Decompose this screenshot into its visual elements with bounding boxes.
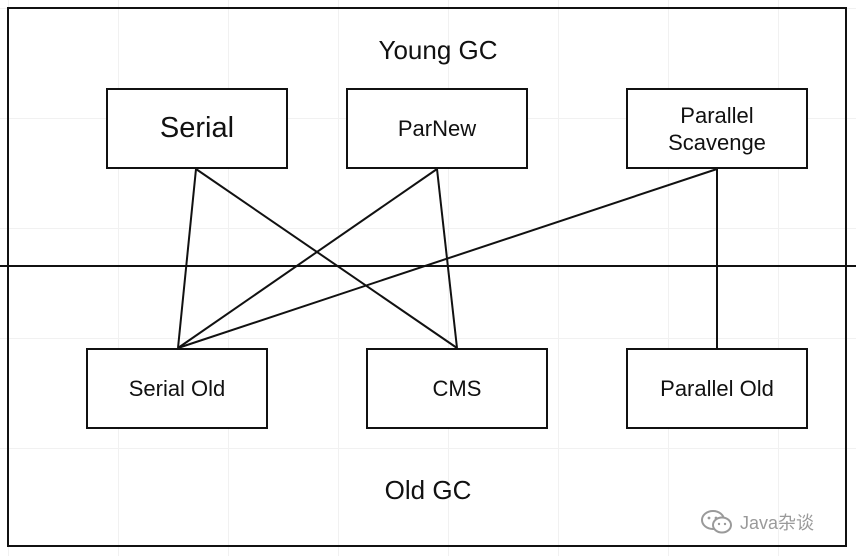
- collector-label-serial-old: Serial Old: [128, 376, 226, 401]
- collector-label-serial: Serial: [159, 112, 235, 144]
- old-gc-label: Old GC: [384, 475, 472, 505]
- collector-box-cms: CMS: [366, 348, 548, 429]
- collector-box-serial: Serial: [106, 88, 288, 169]
- collector-box-parallel-old: Parallel Old: [626, 348, 808, 429]
- diagram-frame: [7, 7, 847, 547]
- watermark: Java杂谈: [700, 508, 814, 536]
- collector-box-parnew: ParNew: [346, 88, 528, 169]
- watermark-text: Java杂谈: [740, 513, 815, 533]
- collector-box-serial-old: Serial Old: [86, 348, 268, 429]
- collector-label-parnew: ParNew: [397, 116, 477, 141]
- young-gc-label: Young GC: [378, 35, 498, 65]
- collector-label-cms: CMS: [432, 376, 482, 401]
- connector-parallel_scavenge-to-serial_old: [177, 168, 718, 349]
- wechat-icon: [700, 508, 734, 536]
- collector-label-parallel-old: Parallel Old: [660, 376, 774, 401]
- connector-parnew-to-serial_old: [177, 168, 438, 349]
- collector-label-parallel-scavenge: Parallel Scavenge: [668, 102, 766, 155]
- connector-serial-to-cms: [195, 168, 458, 349]
- connector-serial-to-serial_old: [177, 168, 197, 349]
- collector-box-parallel-scavenge: Parallel Scavenge: [626, 88, 808, 169]
